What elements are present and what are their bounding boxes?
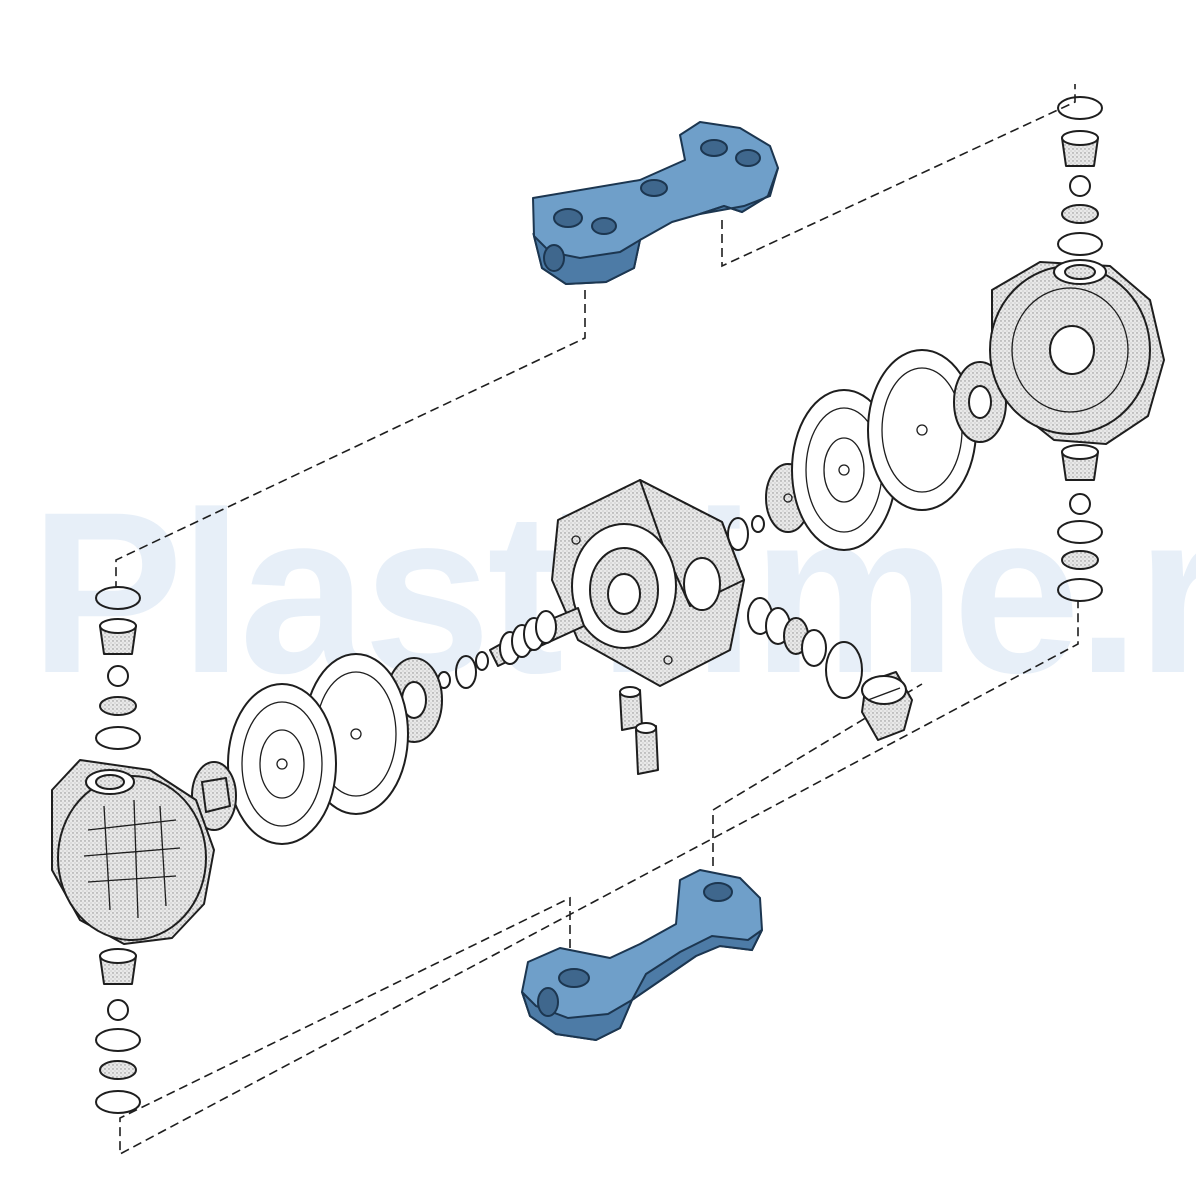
assembly-guide-lines [115,84,1079,1156]
left-bottom-valve-stack [95,948,141,1114]
right-bottom-valve-stack [1057,444,1103,602]
right-diaphragm-plate [953,361,1007,443]
top-manifold-port-4 [700,139,728,157]
right-top-valve-stack [1057,96,1103,256]
left-fluid-cover [51,759,215,945]
center-air-port [683,557,721,611]
shaft [475,607,585,671]
left-retaining-clip [455,655,477,689]
top-manifold-port-2 [591,217,617,235]
right-washer [751,515,765,533]
left-outer-plate [191,761,237,831]
bottom-manifold-port-2 [703,882,733,902]
bottom-manifold-port-1 [558,968,590,988]
left-diaphragm-outer [227,683,337,845]
top-manifold [532,121,779,286]
end-cap-oring [825,641,863,699]
bottom-manifold-side-port [537,987,559,1017]
top-manifold-port-1 [553,208,583,228]
end-cap [861,671,913,741]
left-top-valve-stack [95,586,141,750]
top-manifold-port-5 [735,149,761,167]
pilot-valves [619,686,659,775]
bottom-manifold [521,869,763,1042]
right-diaphragm-inner [867,349,977,511]
air-valve-spool [747,597,827,667]
center-air-body [551,479,745,687]
top-manifold-port-3 [640,179,668,197]
right-fluid-cover [989,259,1165,445]
top-manifold-side-port [543,244,565,272]
right-retaining-clip [727,517,749,551]
